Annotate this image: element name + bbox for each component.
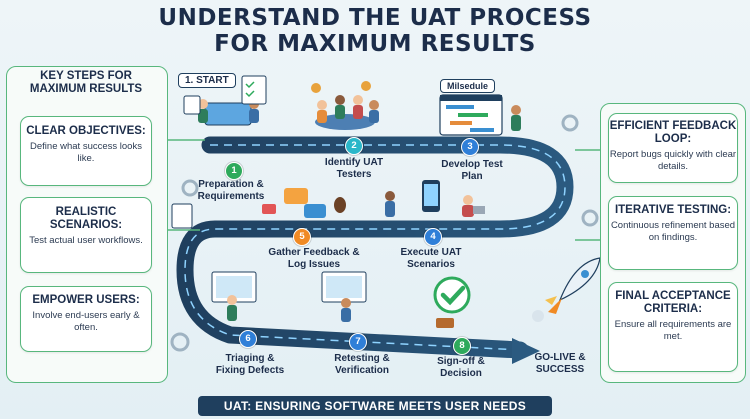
rocket-illustration	[532, 257, 601, 322]
testers-illustration	[311, 81, 379, 130]
step-8-label: Sign-off & Decision	[437, 356, 485, 379]
triage-illustration	[211, 271, 257, 321]
step-6-badge: 6	[239, 330, 257, 348]
step-7-badge: 7	[349, 333, 367, 351]
card-efficient-feedback: EFFICIENT FEEDBACK LOOP: Report bugs qui…	[608, 113, 738, 183]
go-live-label: GO-LIVE & SUCCESS	[534, 352, 586, 375]
step-3-badge: 3	[461, 138, 479, 156]
page-title: UNDERSTAND THE UAT PROCESS FOR MAXIMUM R…	[0, 5, 750, 58]
retest-illustration	[321, 271, 367, 322]
step-5-badge: 5	[293, 228, 311, 246]
title-line-1: UNDERSTAND THE UAT PROCESS	[158, 5, 592, 31]
execute-illustration	[385, 180, 485, 217]
feedback-illustration	[171, 188, 346, 229]
card-body: Continuous refinement based on findings.	[610, 220, 736, 243]
road-center-line	[184, 144, 566, 351]
title-line-2: FOR MAXIMUM RESULTS	[214, 30, 536, 57]
step-1-label: Preparation & Requirements	[197, 179, 265, 202]
card-clear-objectives: CLEAR OBJECTIVES: Define what success lo…	[20, 116, 152, 186]
step-3-label: Develop Test Plan	[441, 159, 503, 182]
card-title: ITERATIVE TESTING:	[614, 204, 732, 216]
card-final-acceptance: FINAL ACCEPTANCE CRITERIA: Ensure all re…	[608, 282, 738, 372]
step-4-label: Execute UAT Scenarios	[400, 247, 462, 270]
card-body: Ensure all requirements are met.	[614, 319, 732, 342]
card-body: Test actual user workflows.	[29, 235, 143, 247]
card-realistic-scenarios: REALISTIC SCENARIOS: Test actual user wo…	[20, 197, 152, 273]
gear-decoration	[170, 114, 599, 352]
footer-banner: UAT: ENSURING SOFTWARE MEETS USER NEEDS	[198, 396, 552, 416]
signoff-illustration	[433, 276, 471, 328]
card-body: Report bugs quickly with clear details.	[609, 149, 737, 172]
schedule-label: Milsedule	[440, 79, 496, 93]
step-5-label: Gather Feedback & Log Issues	[268, 247, 360, 270]
card-title: CLEAR OBJECTIVES:	[26, 125, 146, 137]
card-title: EFFICIENT FEEDBACK LOOP:	[609, 120, 737, 146]
step-6-label: Triaging & Fixing Defects	[215, 353, 285, 376]
step-2-label: Identify UAT Testers	[324, 157, 384, 180]
step-2-badge: 2	[345, 137, 363, 155]
preparation-illustration	[183, 75, 267, 126]
left-panel-heading: KEY STEPS FOR MAXIMUM RESULTS	[29, 70, 143, 96]
start-label: 1. START	[178, 73, 236, 88]
card-title: REALISTIC SCENARIOS:	[49, 206, 123, 232]
card-title: EMPOWER USERS:	[32, 294, 140, 306]
step-4-badge: 4	[424, 228, 442, 246]
card-title: FINAL ACCEPTANCE CRITERIA:	[615, 290, 731, 316]
schedule-illustration	[439, 94, 521, 136]
card-body: Define what success looks like.	[30, 141, 142, 164]
card-iterative-testing: ITERATIVE TESTING: Continuous refinement…	[608, 196, 738, 270]
card-empower-users: EMPOWER USERS: Involve end-users early &…	[20, 286, 152, 352]
card-body: Involve end-users early & often.	[32, 310, 140, 333]
step-7-label: Retesting & Verification	[334, 353, 390, 376]
path-arrowhead	[512, 338, 540, 364]
step-1-badge: 1	[225, 162, 243, 180]
step-8-badge: 8	[453, 337, 471, 355]
